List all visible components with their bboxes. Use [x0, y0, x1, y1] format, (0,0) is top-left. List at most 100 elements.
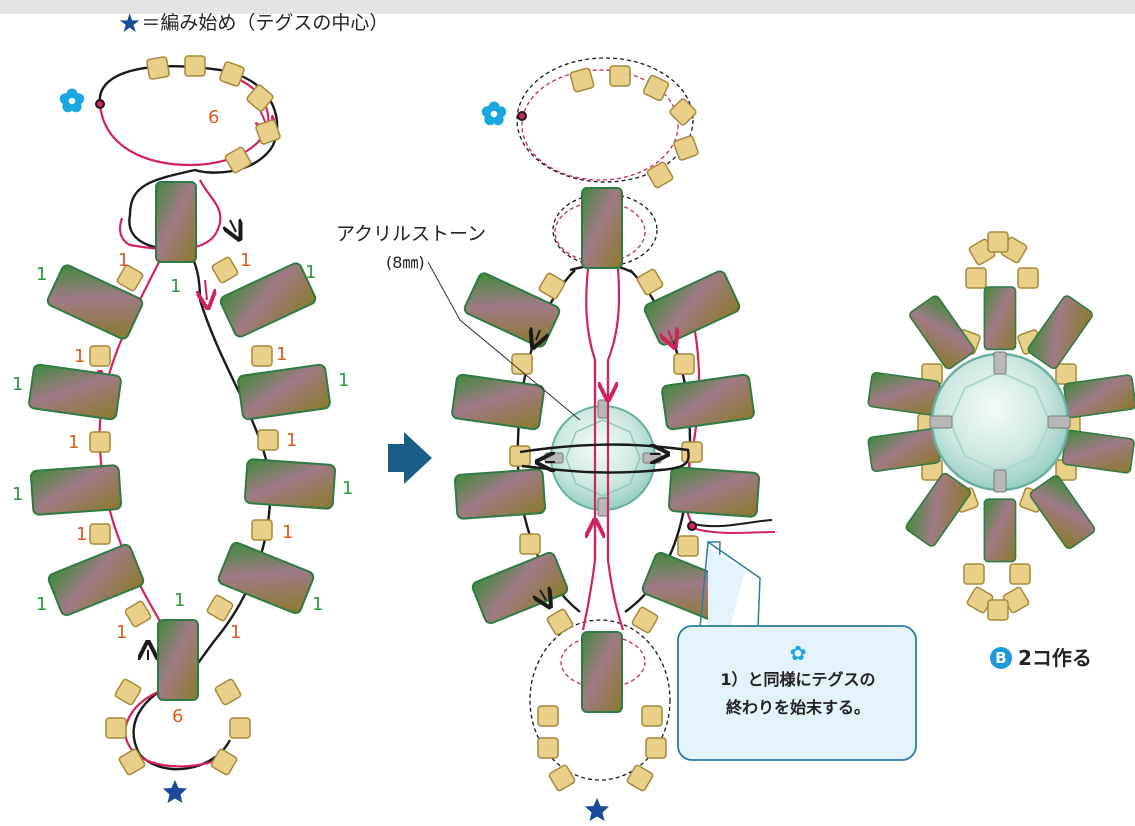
seed-bead: [537, 271, 567, 301]
count-label: 6: [208, 107, 219, 128]
seed-bead: [209, 747, 239, 777]
seed-bead: [965, 267, 987, 289]
count-label: 1: [36, 594, 47, 615]
count-label: 1: [12, 374, 23, 395]
seed-bead: [645, 160, 675, 190]
flower-icon: ✿: [789, 641, 807, 665]
seed-bead: [210, 255, 240, 285]
seed-bead: [251, 345, 273, 367]
count-label: 6: [172, 706, 183, 727]
bugle-bead: [450, 373, 546, 431]
count-label: 1: [116, 622, 127, 643]
seed-bead: [229, 717, 251, 739]
callout-pointer-fill: [708, 548, 745, 628]
star-icon: [585, 798, 609, 821]
seed-bead: [257, 429, 279, 451]
dashed-thread: [552, 193, 658, 267]
seed-bead: [519, 533, 541, 555]
black-arrow: [536, 330, 540, 340]
bugle-bead: [45, 542, 147, 618]
bugle-bead: [29, 463, 123, 517]
count-label: 1: [305, 262, 316, 283]
seed-bead: [205, 593, 235, 623]
seed-bead: [963, 563, 985, 585]
count-label: 1: [342, 478, 353, 499]
rhinestone-icon: [544, 399, 662, 517]
black-thread-path: [693, 519, 773, 528]
count-label: 1: [36, 264, 47, 285]
seed-bead: [89, 345, 111, 367]
bugle-bead: [155, 181, 197, 263]
bugle-bead: [983, 498, 1017, 563]
top-bar: [0, 0, 1135, 14]
dashed-thread: [529, 619, 671, 781]
seed-bead: [641, 705, 663, 727]
seed-bead: [184, 55, 206, 77]
thread-end-dot: [519, 113, 525, 119]
count-label: 1: [118, 250, 129, 271]
bugle-bead: [243, 457, 337, 511]
count-label: 1: [276, 344, 287, 365]
callout-line-1: 1）と同様にテグスの: [720, 670, 876, 689]
seed-bead: [625, 763, 655, 793]
seed-bead: [1017, 267, 1039, 289]
count-label: 1: [174, 590, 185, 611]
leader-line: [427, 261, 581, 421]
seed-bead: [251, 519, 273, 541]
arrow-right-icon: [388, 432, 432, 484]
bugle-bead: [983, 286, 1017, 351]
seed-bead: [645, 737, 667, 759]
seed-bead: [987, 599, 1009, 621]
rhinestone-icon: [929, 351, 1071, 493]
count-label: 1: [282, 522, 293, 543]
bugle-bead: [667, 465, 761, 519]
thread-end-dot: [97, 101, 103, 107]
black-arrow: [540, 590, 546, 600]
dashed-thread: [521, 69, 679, 181]
seed-bead: [1009, 563, 1031, 585]
thread-end-dot: [689, 523, 695, 529]
seed-bead: [89, 431, 111, 453]
seed-bead: [537, 705, 559, 727]
bugle-bead: [453, 467, 547, 521]
count-label: 1: [286, 430, 297, 451]
seed-bead: [511, 353, 533, 375]
bugle-bead: [157, 619, 199, 701]
flower-icon: [481, 101, 507, 126]
seed-bead: [677, 535, 699, 557]
seed-bead: [635, 267, 665, 297]
make-count-text: 2コ作る: [1018, 646, 1092, 670]
left-diagram: 6 6 1 1 1 1 1 1 1 1 1 1 1 1 1 1 1 1 1 1 …: [12, 55, 353, 803]
flower-icon: [59, 88, 85, 113]
seed-bead: [123, 599, 153, 629]
count-label: 1: [68, 432, 79, 453]
seed-bead: [537, 737, 559, 759]
seed-bead: [547, 763, 577, 793]
count-label: 1: [230, 622, 241, 643]
black-arrow: [230, 220, 236, 232]
count-label: 1: [74, 346, 85, 367]
callout-line-2: 終わりを始末する。: [725, 698, 870, 717]
stone-size-label: (8㎜): [386, 253, 425, 272]
seed-bead: [509, 445, 531, 467]
seed-bead: [630, 605, 660, 635]
count-label: 1: [170, 276, 181, 297]
callout-box: [677, 625, 917, 761]
red-thread-path: [691, 527, 776, 534]
red-arrow: [668, 330, 672, 340]
seed-bead: [609, 65, 631, 87]
bugle-bead: [236, 363, 332, 421]
legend: ★＝編み始め（テグスの中心）: [118, 8, 388, 39]
star-icon: [163, 780, 187, 803]
black-thread-path: [519, 443, 690, 474]
count-label: 1: [312, 594, 323, 615]
dashed-thread: [516, 57, 694, 183]
stone-name-label: アクリルストーン: [336, 223, 486, 245]
bugle-bead: [660, 373, 756, 431]
seed-bead: [145, 55, 171, 81]
bugle-bead: [581, 631, 623, 713]
seed-bead: [113, 677, 143, 707]
count-label: 1: [240, 250, 251, 271]
seed-bead: [213, 677, 243, 707]
